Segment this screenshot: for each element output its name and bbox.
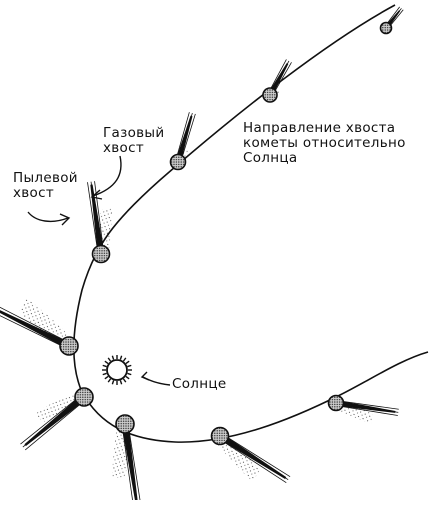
- sun-ray: [102, 372, 107, 376]
- comet-nucleus: [115, 414, 135, 434]
- gas-tail-streak: [121, 424, 134, 505]
- comet-nucleus: [379, 21, 393, 35]
- comet-nucleus: [91, 244, 111, 264]
- sun-label: Солнце: [172, 376, 227, 392]
- gas-tail-streak: [0, 306, 71, 344]
- comet-nucleus: [169, 153, 187, 171]
- gas-tail-streak: [87, 182, 99, 255]
- gas-tail-streak: [0, 315, 68, 350]
- sun-ray: [111, 355, 115, 360]
- tail-direction-label-line-2: кометы относительно: [243, 135, 406, 151]
- comet-4: [87, 181, 113, 264]
- dust-tail: [34, 390, 87, 423]
- sun-icon: [102, 355, 132, 385]
- gas-tail-streak: [219, 435, 289, 481]
- dust-tail-arrowhead: [59, 213, 71, 226]
- dust-tail: [215, 432, 260, 482]
- gas-tail-streak: [335, 402, 399, 413]
- comet-nucleus: [210, 426, 230, 446]
- comet-7: [112, 414, 142, 505]
- comet-nucleus: [327, 394, 345, 412]
- sun-ray: [119, 380, 123, 385]
- dust-tail-arrow: [27, 211, 69, 223]
- gas-tail-streak: [90, 181, 102, 255]
- sun-ray: [107, 357, 112, 362]
- gas-tail-streak: [20, 394, 83, 445]
- comet-5: [0, 297, 79, 356]
- gas-tail-streak: [24, 399, 87, 451]
- sun-label-arrowhead: [140, 371, 150, 381]
- tail-direction-label-line-1: Направление хвоста: [243, 120, 396, 136]
- comet-nucleus: [59, 336, 79, 356]
- sun-ray: [104, 360, 109, 365]
- gas-tail-streak: [177, 112, 193, 163]
- gas-tail-streak: [127, 423, 142, 505]
- gas-tail-streak: [0, 311, 70, 347]
- tail-direction-label: Направление хвоста кометы относительно С…: [243, 121, 406, 166]
- sun-disk: [106, 359, 128, 381]
- dust-tail: [18, 297, 73, 351]
- sun-ray: [125, 375, 130, 380]
- gas-tail-streak: [22, 396, 85, 448]
- tail-direction-label-line-3: Солнца: [243, 150, 298, 166]
- comet-orbit: [72, 4, 429, 443]
- gas-tail-streak: [124, 423, 138, 505]
- dust-tail-label-line-2: хвост: [13, 185, 54, 201]
- gas-tail-streak: [218, 438, 287, 484]
- sun-ray: [111, 380, 115, 385]
- gas-tail-arrow: [92, 155, 122, 197]
- gas-tail-label-line-1: Газовый: [103, 125, 165, 141]
- gas-tail-streak: [336, 400, 399, 410]
- dust-tail-label-line-1: Пылевой: [13, 170, 78, 186]
- sun-ray: [102, 364, 107, 368]
- sun-ray: [127, 364, 132, 368]
- sun-ray: [122, 357, 127, 362]
- gas-tail-streak: [175, 112, 190, 162]
- gas-tail-arrowhead: [90, 189, 103, 200]
- gas-tail-streak: [180, 113, 196, 163]
- gas-tail-streak: [335, 405, 398, 416]
- gas-tail-streak: [221, 433, 291, 478]
- comet-8: [210, 426, 291, 484]
- sun-ray: [119, 355, 123, 360]
- sun-ray: [127, 372, 132, 376]
- sun-ray: [104, 375, 109, 380]
- sun-ray: [122, 378, 127, 383]
- gas-tail-label-line-2: хвост: [103, 140, 144, 156]
- gas-tail-label: Газовый хвост: [103, 126, 164, 156]
- comet-nucleus: [262, 87, 278, 103]
- sun-ray: [107, 378, 112, 383]
- comet-3: [169, 112, 196, 171]
- sun-ray: [125, 360, 130, 365]
- comet-1: [379, 6, 404, 35]
- dust-tail-label: Пылевой хвост: [13, 171, 78, 201]
- comet-6: [20, 387, 94, 451]
- sun-label-arrow: [142, 376, 171, 386]
- comet-9: [327, 394, 399, 424]
- comet-nucleus: [74, 387, 94, 407]
- comet-2: [262, 59, 292, 103]
